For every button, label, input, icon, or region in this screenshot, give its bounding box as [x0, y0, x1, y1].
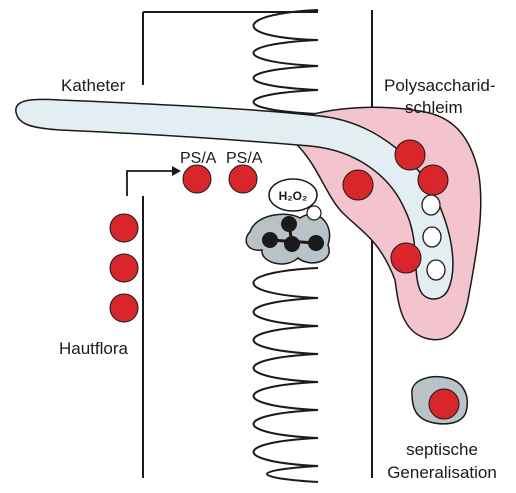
skin-flora-bacterium: [110, 294, 138, 322]
bacterium: [395, 140, 425, 170]
polysaccharide-label-line2: schleim: [405, 98, 463, 118]
septic-label-line1: septische: [376, 440, 508, 460]
bacterium: [391, 243, 421, 273]
septic-bacterium: [429, 389, 459, 419]
septic-label-line2: Generalisation: [376, 463, 508, 483]
polysaccharide-label-line1: Polysaccharid-: [384, 76, 496, 96]
psa-bacterium: [229, 165, 257, 193]
skin-flora-bacterium: [110, 214, 138, 242]
bacterium: [418, 165, 448, 195]
capillary-upper: [254, 10, 319, 114]
psa-label-1: PS/A: [180, 149, 216, 169]
skin-flora-label: Hautflora: [59, 339, 128, 359]
catheter-cell: [427, 260, 445, 280]
catheter-cell: [423, 227, 441, 247]
psa-bacterium: [183, 165, 211, 193]
capillary-lower: [254, 268, 319, 482]
skin-flora-bacterium: [110, 254, 138, 282]
catheter-label: Katheter: [61, 76, 125, 96]
psa-label-2: PS/A: [226, 149, 262, 169]
h2o2-label: H₂O₂: [269, 186, 317, 206]
migration-arrow: [127, 171, 172, 196]
vacuole: [307, 206, 321, 220]
catheter-cell: [422, 195, 440, 215]
bacterium: [343, 170, 373, 200]
